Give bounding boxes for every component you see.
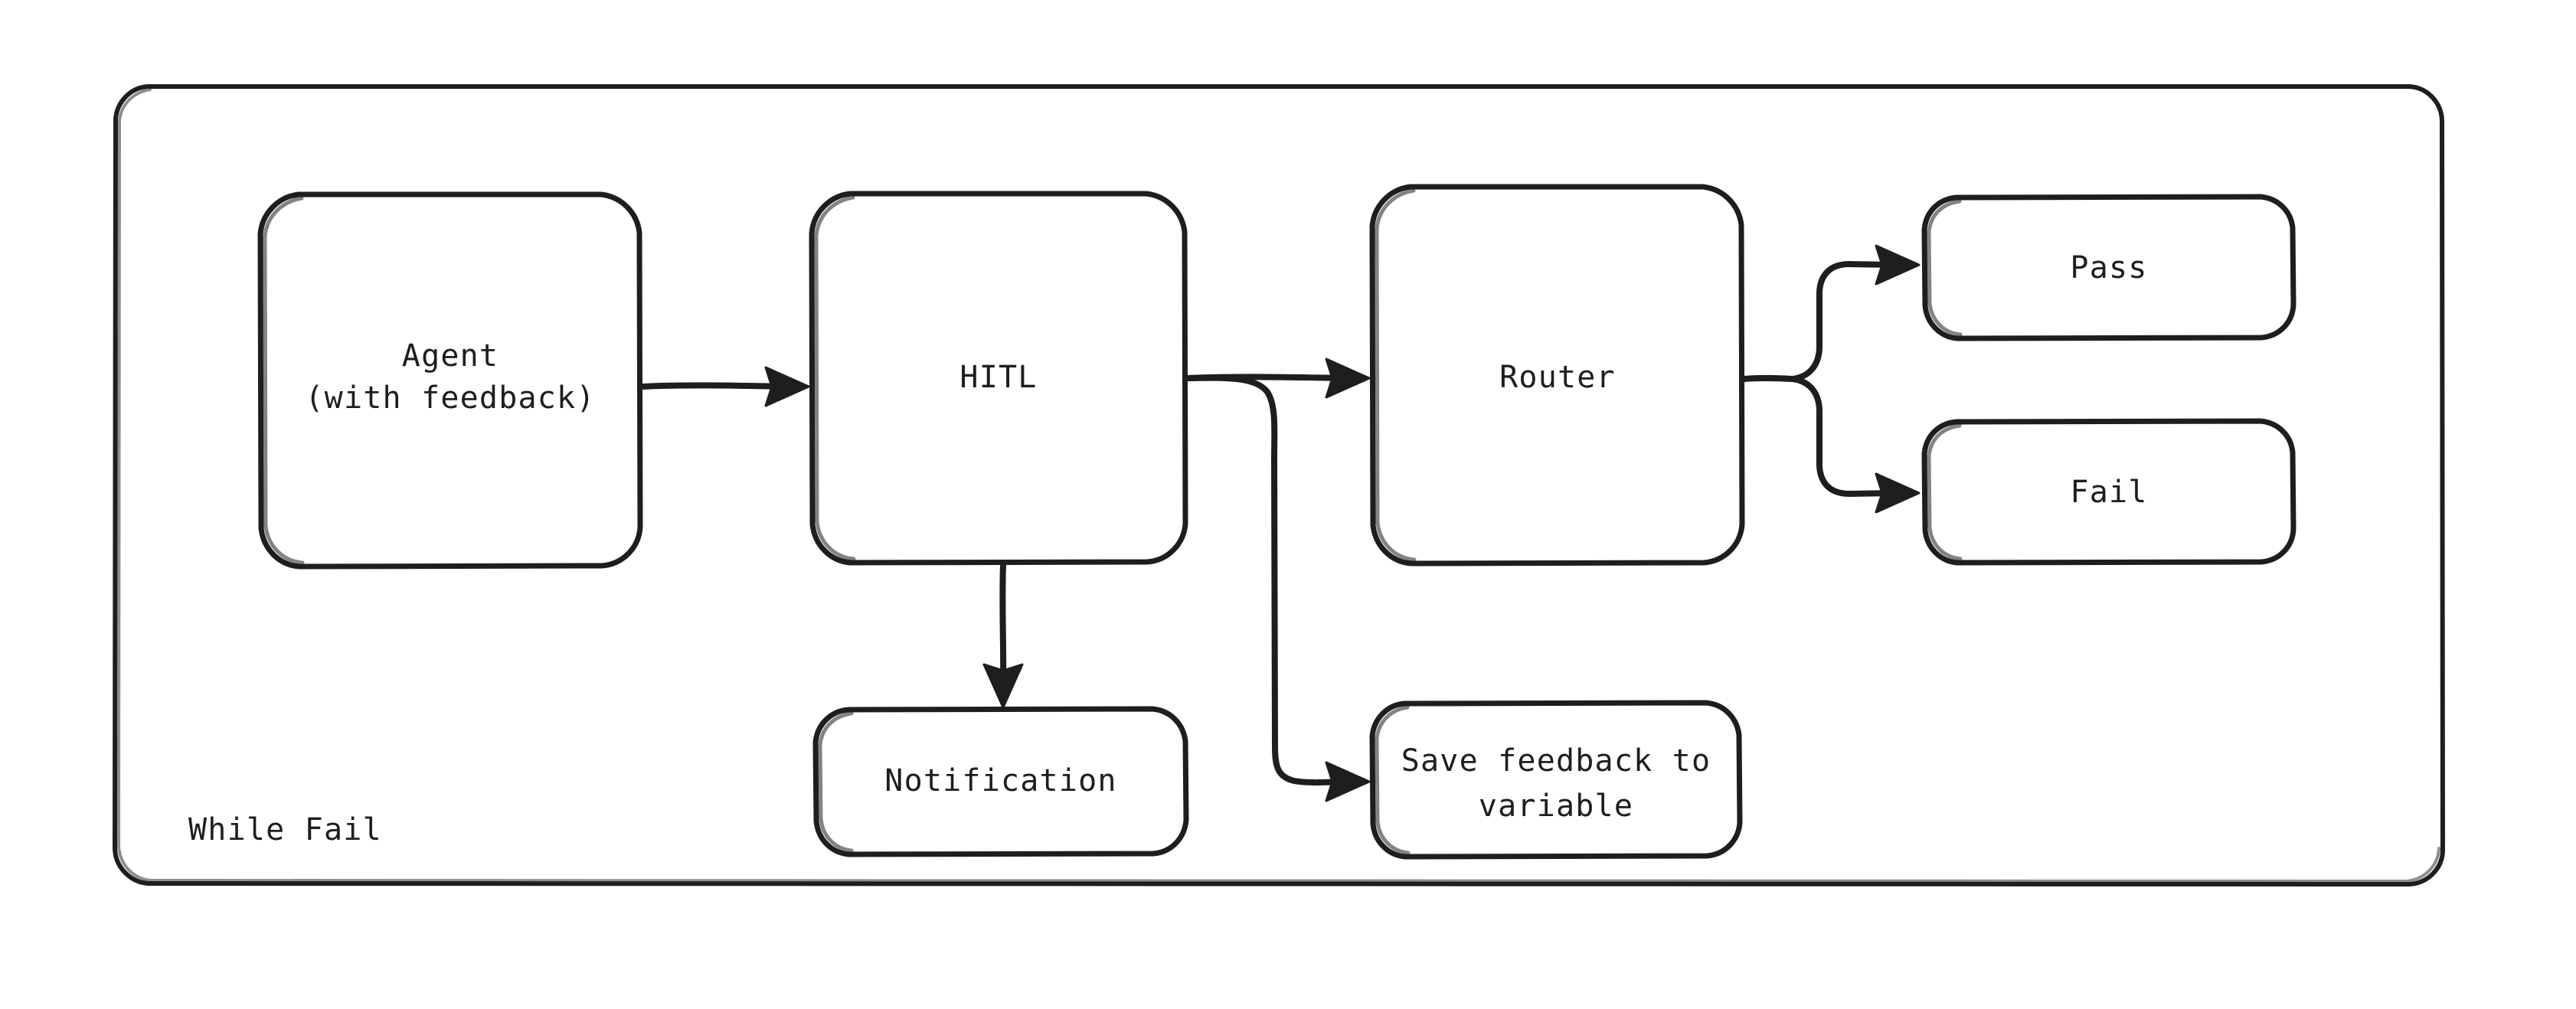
node-pass-outline	[1921, 194, 2296, 341]
node-notification-outline-sketch-pass	[818, 711, 854, 853]
edge-router-branch-stem	[1741, 374, 1796, 382]
edge-hitl-to-save-feedback-arrowhead	[1325, 761, 1371, 802]
frame-outline-sketch-pass	[117, 88, 2440, 883]
node-router-label-line1: Router	[1499, 360, 1616, 395]
node-router[interactable]: Router	[1369, 184, 1745, 567]
node-router-outline	[1369, 184, 1745, 567]
node-pass[interactable]: Pass	[1921, 194, 2296, 341]
node-agent-outline	[257, 191, 643, 570]
edge-agent-to-hitl-line	[639, 382, 793, 390]
edge-router-branch-stem-line	[1741, 374, 1796, 382]
node-hitl-label-line1: HITL	[959, 360, 1037, 395]
node-hitl-outline	[809, 191, 1188, 566]
edge-hitl-to-save-feedback-line	[1185, 374, 1352, 786]
node-router-outline-sketch-pass	[1375, 188, 1417, 562]
edge-hitl-to-router-arrowhead	[1325, 358, 1371, 399]
node-save-feedback[interactable]: Save feedback to variable	[1369, 700, 1743, 860]
frame-while-fail[interactable]: While Fail	[113, 84, 2445, 887]
node-notification-outline	[812, 706, 1189, 857]
node-save-feedback-label-line1: Save feedback to	[1401, 743, 1711, 779]
node-agent[interactable]: Agent (with feedback)	[257, 191, 643, 570]
frame-label-while-fail: While Fail	[188, 812, 382, 847]
edge-router-to-pass-line	[1790, 261, 1901, 382]
node-hitl-outline-sketch-pass	[814, 195, 856, 561]
node-notification-label: Notification	[884, 763, 1116, 798]
node-agent-label-line1: Agent	[402, 338, 499, 374]
edge-hitl-to-notification-line	[999, 562, 1007, 691]
node-hitl[interactable]: HITL	[809, 191, 1188, 566]
node-fail-outline	[1921, 418, 2296, 566]
edge-hitl-to-save-feedback[interactable]	[1185, 374, 1371, 802]
node-fail-outline-sketch-pass	[1927, 423, 1963, 561]
edge-hitl-to-notification-arrowhead	[982, 663, 1024, 709]
node-fail-label: Fail	[2070, 475, 2147, 510]
edge-agent-to-hitl-arrowhead	[764, 366, 810, 407]
edge-router-to-pass-arrowhead	[1875, 244, 1921, 286]
node-save-feedback-label-line2: variable	[1479, 789, 1633, 824]
node-save-feedback-outline-sketch-pass	[1375, 705, 1411, 855]
frame-outline	[113, 84, 2445, 887]
node-save-feedback-outline	[1369, 700, 1743, 860]
node-notification[interactable]: Notification	[812, 706, 1189, 857]
edge-router-to-fail-arrowhead	[1875, 472, 1921, 514]
edge-hitl-to-notification[interactable]	[982, 562, 1024, 709]
edge-agent-to-hitl[interactable]	[639, 366, 810, 407]
edge-router-to-fail[interactable]	[1790, 376, 1921, 514]
edge-router-to-pass[interactable]	[1790, 244, 1921, 382]
node-agent-label-line2: (with feedback)	[305, 380, 595, 416]
edge-router-to-fail-line	[1790, 376, 1901, 497]
node-fail[interactable]: Fail	[1921, 418, 2296, 566]
node-pass-label: Pass	[2070, 250, 2147, 286]
node-agent-outline-sketch-pass	[263, 196, 305, 565]
node-pass-outline-sketch-pass	[1927, 199, 1963, 337]
